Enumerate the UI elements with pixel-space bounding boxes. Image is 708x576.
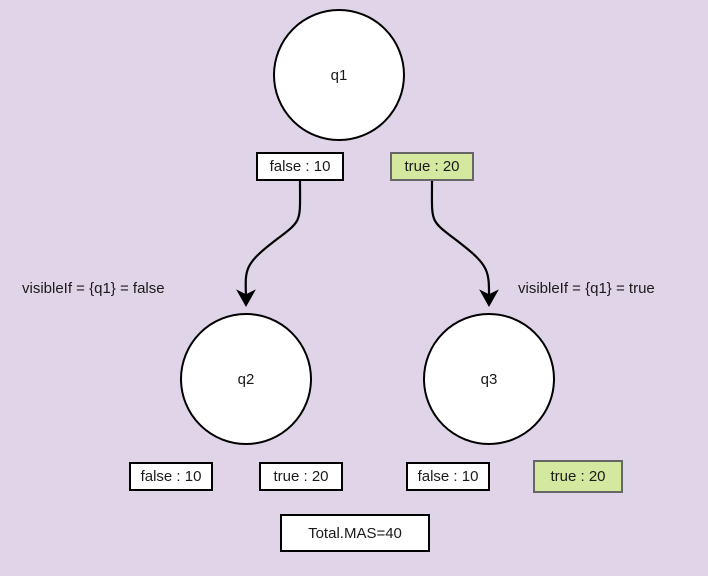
edge-label-visibleif-true: visibleIf = {q1} = true bbox=[518, 280, 655, 297]
node-q2-label: q2 bbox=[237, 370, 255, 388]
node-q1[interactable]: q1 bbox=[273, 9, 405, 141]
answer-box-label: true : 20 bbox=[273, 468, 329, 485]
node-q1-label: q1 bbox=[330, 66, 348, 84]
node-q3[interactable]: q3 bbox=[423, 313, 555, 445]
answer-box-label: false : 10 bbox=[140, 468, 202, 485]
answer-box-label: true : 20 bbox=[550, 468, 606, 485]
answer-box-label: false : 10 bbox=[269, 158, 331, 175]
answer-box-q1-true[interactable]: true : 20 bbox=[390, 152, 474, 181]
edge-q1-false-to-q2 bbox=[236, 180, 302, 307]
answer-box-q2-true[interactable]: true : 20 bbox=[259, 462, 343, 491]
answer-box-q3-true[interactable]: true : 20 bbox=[533, 460, 623, 493]
answer-box-q3-false[interactable]: false : 10 bbox=[406, 462, 490, 491]
total-box[interactable]: Total.MAS=40 bbox=[280, 514, 430, 552]
answer-box-q1-false[interactable]: false : 10 bbox=[256, 152, 344, 181]
node-q2[interactable]: q2 bbox=[180, 313, 312, 445]
edge-q1-true-to-q3 bbox=[430, 180, 499, 307]
answer-box-label: true : 20 bbox=[404, 158, 460, 175]
answer-box-q2-false[interactable]: false : 10 bbox=[129, 462, 213, 491]
total-box-label: Total.MAS=40 bbox=[308, 524, 402, 542]
node-q3-label: q3 bbox=[480, 370, 498, 388]
answer-box-label: false : 10 bbox=[417, 468, 479, 485]
edge-label-visibleif-false: visibleIf = {q1} = false bbox=[22, 280, 165, 297]
